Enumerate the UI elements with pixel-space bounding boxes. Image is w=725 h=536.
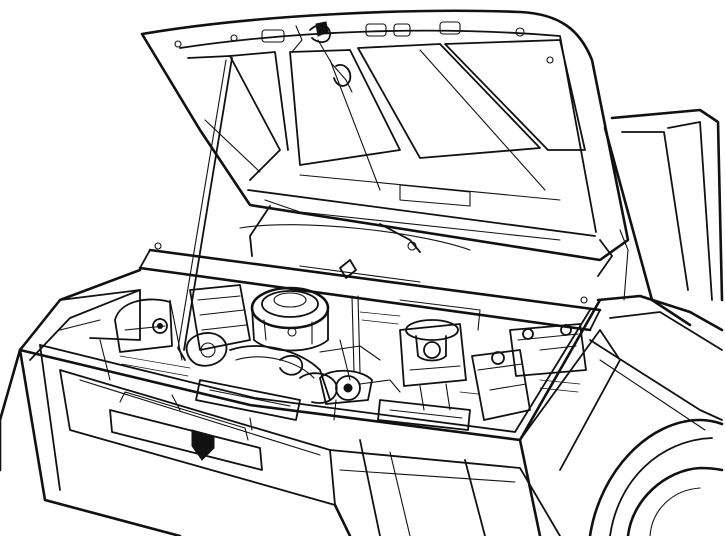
front-body	[0, 268, 621, 536]
cowl-and-wipers	[138, 205, 629, 332]
battery	[509, 323, 587, 377]
distributor	[319, 369, 401, 421]
brake-master-cylinder	[399, 319, 467, 411]
intake-manifold	[185, 284, 251, 367]
hood-open	[140, 9, 630, 262]
air-filter-housing	[250, 286, 330, 352]
car-body-side	[588, 108, 724, 536]
expansion-tank	[114, 298, 173, 353]
engine-block-lower	[99, 299, 481, 431]
washer-reservoir	[471, 349, 531, 421]
engine-bay	[59, 284, 587, 431]
hatching	[119, 311, 581, 395]
